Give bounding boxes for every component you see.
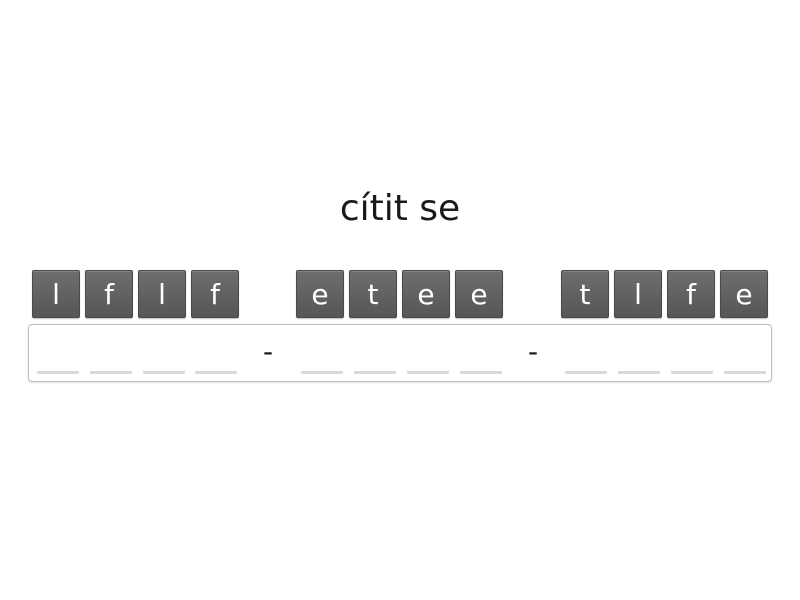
letter-tile[interactable]: e xyxy=(296,270,344,318)
letter-tile[interactable]: l xyxy=(138,270,186,318)
letter-tiles-row: l f l f e t e e t l f e xyxy=(0,270,800,320)
answer-slot[interactable] xyxy=(565,371,607,374)
letter-tile[interactable]: l xyxy=(32,270,80,318)
answer-slot[interactable] xyxy=(90,371,132,374)
letter-tile[interactable]: t xyxy=(561,270,609,318)
answer-slot[interactable] xyxy=(407,371,449,374)
letter-tile[interactable]: e xyxy=(402,270,450,318)
letter-tile[interactable]: f xyxy=(667,270,715,318)
word-separator: - xyxy=(262,335,274,368)
letter-tile[interactable]: f xyxy=(85,270,133,318)
answer-slot[interactable] xyxy=(37,371,79,374)
answer-slot[interactable] xyxy=(724,371,766,374)
answer-slot[interactable] xyxy=(301,371,343,374)
answer-box[interactable]: - - xyxy=(28,324,772,382)
answer-slot[interactable] xyxy=(671,371,713,374)
letter-tile[interactable]: e xyxy=(720,270,768,318)
answer-slot[interactable] xyxy=(143,371,185,374)
word-separator: - xyxy=(527,335,539,368)
letter-tile[interactable]: e xyxy=(455,270,503,318)
answer-slot[interactable] xyxy=(460,371,502,374)
prompt-word: cítit se xyxy=(339,188,461,229)
answer-slot[interactable] xyxy=(195,371,237,374)
letter-tile[interactable]: f xyxy=(191,270,239,318)
answer-slot[interactable] xyxy=(618,371,660,374)
letter-tile[interactable]: t xyxy=(349,270,397,318)
letter-tile[interactable]: l xyxy=(614,270,662,318)
answer-slot[interactable] xyxy=(354,371,396,374)
